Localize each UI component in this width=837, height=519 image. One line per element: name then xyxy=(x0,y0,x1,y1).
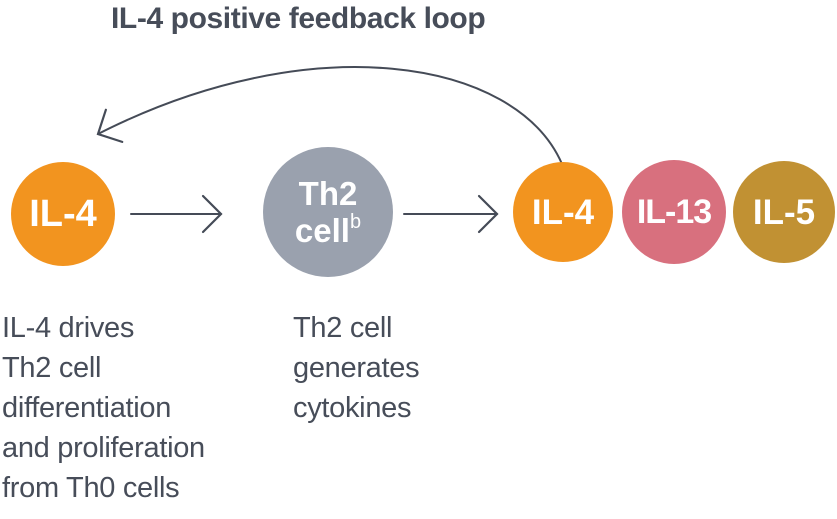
node-th2-footnote-superscript: b xyxy=(349,211,362,233)
caption-line: and proliferation xyxy=(2,432,205,464)
caption-line: IL-4 drives xyxy=(2,312,135,344)
node-il13-label: IL-13 xyxy=(636,193,712,231)
node-il4-left: IL-4 xyxy=(11,162,115,266)
node-th2-label-line2: cellb xyxy=(295,212,361,249)
node-il4-left-label: IL-4 xyxy=(29,193,97,235)
node-th2-cell-word: cell xyxy=(294,212,350,249)
node-il4-right-label: IL-4 xyxy=(531,192,595,232)
node-il5-label: IL-5 xyxy=(752,192,816,232)
diagram-title: IL-4 positive feedback loop xyxy=(111,2,486,35)
caption-il4-drives-differentiation: IL-4 drives Th2 cell differentiation and… xyxy=(2,308,205,508)
caption-th2-generates-cytokines: Th2 cell generates cytokines xyxy=(293,308,420,428)
caption-line: generates xyxy=(293,352,420,384)
caption-line: from Th0 cells xyxy=(2,472,180,504)
node-th2-cell: Th2 cellb xyxy=(263,147,393,277)
node-il4-right: IL-4 xyxy=(513,162,613,262)
caption-line: cytokines xyxy=(293,392,412,424)
caption-line: Th2 cell xyxy=(2,352,102,384)
node-il5: IL-5 xyxy=(733,161,835,263)
node-th2-label-line1: Th2 xyxy=(298,175,358,212)
caption-line: differentiation xyxy=(2,392,172,424)
node-il13: IL-13 xyxy=(622,160,726,264)
caption-line: Th2 cell xyxy=(293,312,393,344)
